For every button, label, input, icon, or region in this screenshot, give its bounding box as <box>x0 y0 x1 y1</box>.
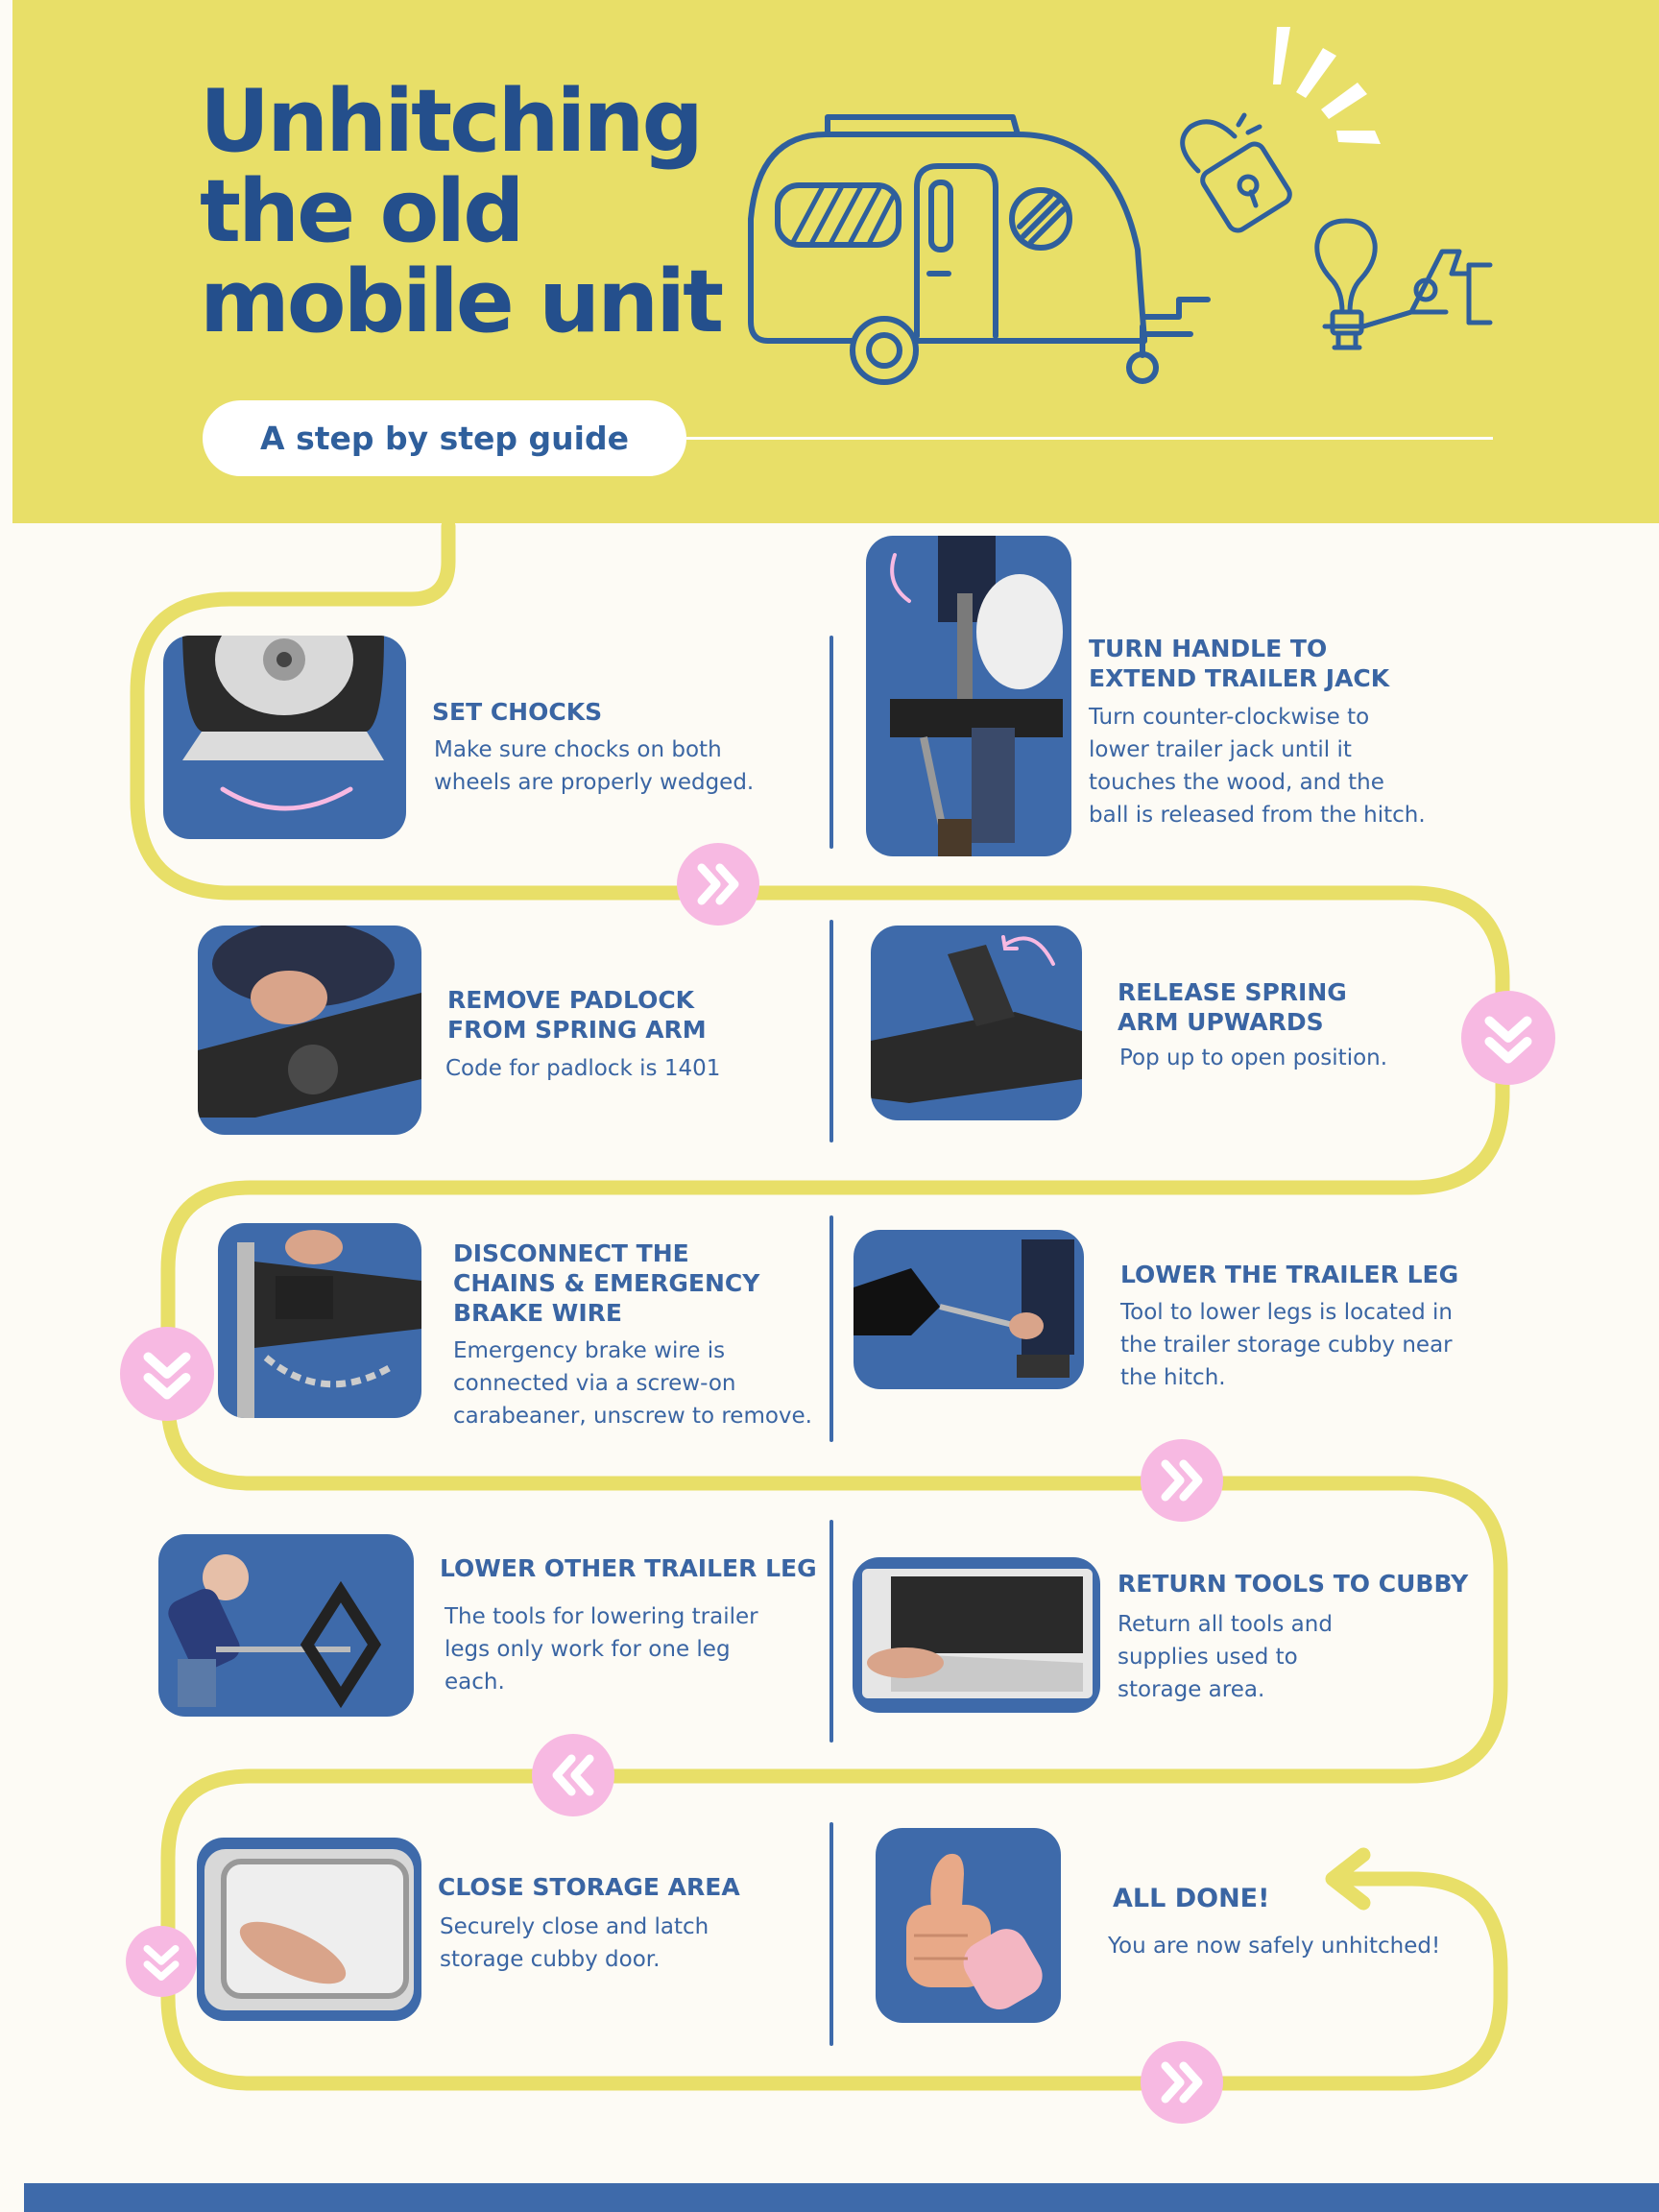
step-photo-other-leg <box>158 1534 414 1717</box>
route-badge <box>1141 2041 1223 2124</box>
trailer-hitch-icon <box>1322 249 1493 329</box>
route-badge <box>1461 991 1555 1085</box>
step-title: TURN HANDLE TO EXTEND TRAILER JACK <box>1089 635 1390 692</box>
header-divider-line <box>686 437 1493 440</box>
column-divider <box>830 1215 833 1442</box>
step-photo-spring-arm <box>871 926 1082 1120</box>
step-description: Turn counter-clockwise to lower trailer … <box>1089 705 1426 828</box>
step-photo-chains <box>218 1223 421 1418</box>
step-title: SET CHOCKS <box>432 698 603 726</box>
step-title: DISCONNECT THE CHAINS & EMERGENCY BRAKE … <box>453 1239 760 1327</box>
column-divider <box>830 920 833 1142</box>
column-divider <box>830 1822 833 2046</box>
step-description: Securely close and latch storage cubby d… <box>440 1914 709 1972</box>
subtitle-text: A step by step guide <box>260 420 629 457</box>
step-photo-set-chocks <box>163 636 406 839</box>
step-title: LOWER OTHER TRAILER LEG <box>440 1554 817 1582</box>
step-description: Tool to lower legs is located in the tra… <box>1120 1300 1453 1390</box>
shine-rays-icon <box>1273 27 1381 144</box>
step-photo-trailer-leg <box>854 1230 1084 1389</box>
step-photo-trailer-jack <box>866 536 1071 856</box>
chevrons-right-icon <box>1161 2061 1203 2104</box>
step-title: REMOVE PADLOCK FROM SPRING ARM <box>447 986 707 1044</box>
step-photo-padlock <box>198 926 421 1135</box>
step-description: The tools for lowering trailer legs only… <box>445 1604 758 1695</box>
step-photo-thumbs-up <box>876 1828 1061 2023</box>
step-description: You are now safely unhitched! <box>1108 1934 1441 1959</box>
step-title: RELEASE SPRING ARM UPWARDS <box>1118 978 1347 1036</box>
step-description: Return all tools and supplies used to st… <box>1118 1612 1333 1702</box>
step-title: ALL DONE! <box>1113 1884 1270 1913</box>
thumbs-up-icon <box>906 1853 1043 2009</box>
page-title: Unhitching the old mobile unit <box>200 71 724 352</box>
header-illustration <box>748 27 1493 385</box>
route-badge <box>532 1734 614 1816</box>
footer-bar <box>24 2183 1659 2212</box>
subtitle-pill: A step by step guide <box>203 400 686 476</box>
step-title: RETURN TOOLS TO CUBBY <box>1118 1570 1469 1598</box>
chevrons-right-icon <box>1161 1459 1203 1502</box>
route-badge <box>120 1327 214 1421</box>
step-description: Code for padlock is 1401 <box>445 1056 721 1081</box>
route-end-arrow-icon <box>1325 1847 1371 1911</box>
chevrons-left-icon <box>552 1754 594 1796</box>
route-badge <box>1141 1439 1223 1522</box>
route-badge <box>677 843 759 926</box>
light-bulb-icon <box>1314 218 1378 350</box>
chevrons-down-icon <box>143 1944 180 1981</box>
step-title: CLOSE STORAGE AREA <box>438 1873 740 1901</box>
column-divider <box>830 1520 833 1743</box>
step-description: Make sure chocks on both wheels are prop… <box>434 737 755 795</box>
camper-trailer-icon <box>748 114 1211 385</box>
padlock-icon <box>1180 112 1292 233</box>
step-description: Emergency brake wire is connected via a … <box>453 1338 812 1429</box>
step-photo-storage-area <box>197 1838 421 2021</box>
step-title: LOWER THE TRAILER LEG <box>1120 1261 1459 1288</box>
step-photo-return-tools <box>853 1557 1100 1713</box>
step-description: Pop up to open position. <box>1119 1046 1388 1070</box>
column-divider <box>830 636 833 849</box>
chevrons-right-icon <box>697 863 739 905</box>
chevrons-down-icon <box>1484 1016 1532 1064</box>
chevrons-down-icon <box>143 1352 191 1400</box>
route-badge <box>126 1926 197 1997</box>
